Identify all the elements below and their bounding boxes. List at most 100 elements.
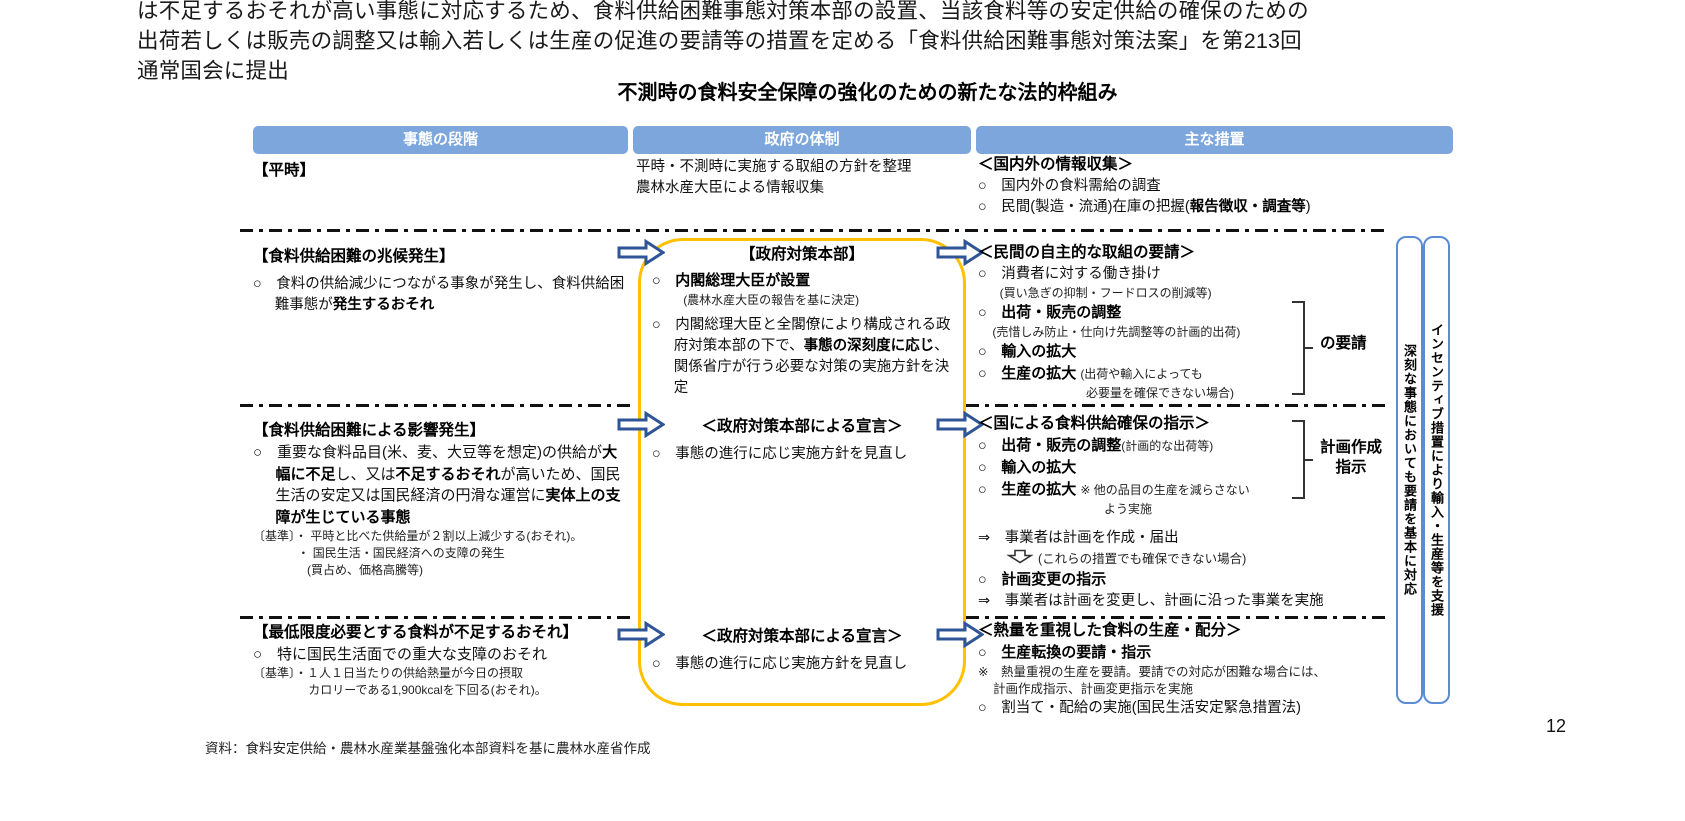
flow-arrow-icon	[936, 239, 984, 266]
criteria-line: 〔基準〕・ 平時と比べた供給量が２割以上減少する(おそれ)。	[253, 528, 628, 545]
column-header-measures: 主な措置	[976, 126, 1453, 154]
row-minimum-measures: ＜熱量を重視した食料の生産・配分＞ ○ 生産転換の要請・指示 ※ 熱量重視の生産…	[978, 620, 1398, 719]
stage-heading: 【食料供給困難による影響発生】	[253, 422, 486, 439]
criteria-label: 〔基準〕	[253, 529, 296, 543]
item-text: )	[1305, 199, 1311, 215]
gov-heading: ＜政府対策本部による宣言＞	[701, 418, 903, 435]
bracket-label-line: 計画作成	[1319, 439, 1382, 456]
gov-item: ○ 内閣総理大臣が設置	[652, 270, 952, 292]
measure-item: ○ 生産の拡大 ※ 他の品目の生産を減らさない	[978, 479, 1398, 501]
sidebar-serious-response-banner: 深刻な事態においても要請を基本に対応	[1396, 236, 1423, 704]
stage-heading: 【平時】	[253, 162, 316, 179]
measure-note: (売惜しみ防止・仕向け先調整等の計画的出荷)	[992, 325, 1241, 339]
measure-item: ○ 生産の拡大 (出荷や輸入によっても	[978, 363, 1308, 385]
row-separator-3-left	[240, 616, 634, 619]
gov-note: (農林水産大臣の報告を基に決定)	[683, 293, 860, 307]
measure-item: ○ 生産転換の要請・指示	[978, 642, 1398, 664]
item-marker: ○	[652, 273, 676, 289]
item-marker: ○	[978, 645, 1002, 661]
item-text-bold: 不足するおそれ	[395, 465, 501, 483]
criteria-line: (買占め、価格高騰等)	[307, 563, 423, 577]
gov-item: ○ 事態の進行に応じ実施方針を見直し	[652, 656, 908, 672]
criteria-line: カロリーである1,900kcalを下回る(おそれ)。	[308, 683, 547, 697]
item-text: ○ 民間(製造・流通)在庫の把握(	[978, 199, 1190, 215]
item-text-bold: 発生するおそれ	[332, 297, 435, 313]
row-peacetime-government: 平時・不測時に実施する取組の方針を整理 農林水産大臣による情報収集	[636, 157, 976, 199]
row-signs-stage: 【食料供給困難の兆候発生】 ○ 食料の供給減少につながる事象が発生し、食料供給困…	[253, 246, 625, 316]
measure-item: ○ 国内外の食料需給の調査	[978, 178, 1161, 194]
row-separator-1	[240, 229, 1390, 232]
bracket-icon	[1292, 301, 1313, 395]
measure-note: (出荷や輸入によっても	[1080, 367, 1203, 381]
banner-text: インセンティブ措置により輸入・生産等を支援	[1429, 323, 1444, 617]
item-marker: ○	[978, 305, 1002, 321]
item-text-bold: 出荷・販売の調整	[1001, 437, 1122, 454]
measure-note: 必要量を確保できない場合)	[1086, 386, 1234, 400]
flow-arrow-icon	[936, 621, 984, 648]
measure-note: (買い急ぎの抑制・フードロスの削減等)	[999, 286, 1212, 300]
item-text-bold: 大幅に不足	[275, 444, 618, 483]
intro-line-3: 通常国会に提出	[137, 59, 289, 83]
bracket-label: の要請	[1320, 335, 1367, 352]
gov-item: ○ 内閣総理大臣と全閣僚により構成される政府対策本部の下で、事態の深刻度に応じ、…	[652, 315, 952, 399]
criteria-text: ・１人１日当たりの供給熱量が今日の摂取	[295, 666, 524, 680]
item-text: ○ 食料の供給減少につながる事象が発生し、食料供給困難事態が	[253, 276, 625, 313]
row-signs-measures: ＜民間の自主的な取組の要請＞ ○ 消費者に対する働き掛け (買い急ぎの抑制・フー…	[978, 242, 1308, 402]
measure-note: ※ 熱量重視の生産を要請。要請での対応が困難な場合には、	[978, 665, 1326, 679]
item-marker: ○	[978, 460, 1002, 476]
item-marker: ○	[978, 572, 1002, 588]
item-text-bold: 生産の拡大	[1001, 365, 1077, 382]
item-text-bold: 輸入の拡大	[1001, 459, 1077, 476]
conditional-branch: (これらの措置でも確保できない場合)	[1006, 549, 1398, 569]
column-header-government: 政府の体制	[633, 126, 971, 154]
item-text-bold: 輸入の拡大	[1001, 343, 1077, 360]
page-title: 不測時の食料安全保障の強化のための新たな法的枠組み	[617, 82, 1118, 104]
intro-paragraph: は不足するおそれが高い事態に対応するため、食料供給困難事態対策本部の設置、当該食…	[137, 0, 1309, 86]
measure-item: ○ 出荷・販売の調整(計画的な出荷等)	[978, 435, 1398, 457]
gov-heading: 【政府対策本部】	[739, 246, 864, 263]
bracket-label: 計画作成 指示	[1308, 438, 1394, 478]
item-text: ○ 内閣総理大臣と全閣僚により構成される政府対策本部の下で、	[652, 317, 951, 354]
row-peacetime-stage: 【平時】	[253, 160, 623, 182]
item-text-bold: 実体上の支障が生じている事態	[275, 487, 621, 526]
measures-heading: ＜熱量を重視した食料の生産・配分＞	[978, 622, 1242, 639]
branch-note: (これらの措置でも確保できない場合)	[1038, 551, 1247, 566]
item-text-bold: 生産の拡大	[1001, 481, 1077, 498]
measure-item: ○ 輸入の拡大	[978, 341, 1308, 363]
gov-item: ○ 事態の進行に応じ実施方針を見直し	[652, 446, 908, 462]
intro-line-2: 出荷若しくは販売の調整又は輸入若しくは生産の促進の要請等の措置を定める「食料供給…	[137, 29, 1302, 53]
measures-heading: ＜国による食料供給確保の指示＞	[978, 415, 1211, 432]
criteria-line: ・ 国民生活・国民経済への支障の発生	[297, 546, 505, 560]
item-text: 、関係省庁が行う必要な対策の実施方針を決定	[673, 338, 950, 396]
item-text-bold: 報告徴収・調査等	[1189, 199, 1306, 215]
item-marker: ○	[978, 482, 1002, 498]
measure-note: よう実施	[1104, 502, 1153, 516]
measure-item: ○ 計画変更の指示	[978, 569, 1398, 591]
row-signs-government: 【政府対策本部】 ○ 内閣総理大臣が設置 (農林水産大臣の報告を基に決定) ○ …	[652, 244, 952, 399]
measure-item: ○ 民間(製造・流通)在庫の把握(報告徴収・調査等)	[978, 197, 1418, 218]
item-marker: ○	[978, 366, 1002, 382]
criteria-text: ・ 平時と比べた供給量が２割以上減少する(おそれ)。	[295, 529, 583, 543]
row-impact-stage: 【食料供給困難による影響発生】 ○ 重要な食料品目(米、麦、大豆等を想定)の供給…	[253, 420, 628, 579]
page-number: 12	[1546, 716, 1567, 736]
flow-result: ⇒ 事業者は計画を変更し、計画に沿った事業を実施	[978, 593, 1324, 609]
item-marker: ○	[978, 344, 1002, 360]
intro-line-1: は不足するおそれが高い事態に対応するため、食料供給困難事態対策本部の設置、当該食…	[137, 0, 1309, 23]
measure-item: ○ 出荷・販売の調整	[978, 302, 1308, 324]
measures-heading: ＜国内外の情報収集＞	[978, 156, 1134, 173]
sidebar-incentive-banner: インセンティブ措置により輸入・生産等を支援	[1423, 236, 1450, 704]
item-text: が高いため、国民生活の安定又は国民経済の円滑な運営に	[275, 465, 621, 505]
item-text-bold: 計画変更の指示	[1001, 571, 1107, 588]
stage-heading: 【食料供給困難の兆候発生】	[253, 248, 455, 265]
measure-note: (計画的な出荷等)	[1121, 439, 1214, 453]
item-marker: ○	[978, 438, 1002, 454]
row-separator-3-right	[966, 616, 1390, 619]
flow-arrow-icon	[617, 621, 665, 648]
measure-item: ○ 割当て・配給の実施(国民生活安定緊急措置法)	[978, 700, 1301, 716]
measures-heading: ＜民間の自主的な取組の要請＞	[978, 244, 1196, 261]
gov-line: 農林水産大臣による情報収集	[636, 180, 825, 196]
row-separator-2-left	[240, 404, 634, 407]
stage-item: ○ 食料の供給減少につながる事象が発生し、食料供給困難事態が発生するおそれ	[253, 274, 625, 316]
measure-note: 計画作成指示、計画変更指示を実施	[993, 682, 1194, 696]
